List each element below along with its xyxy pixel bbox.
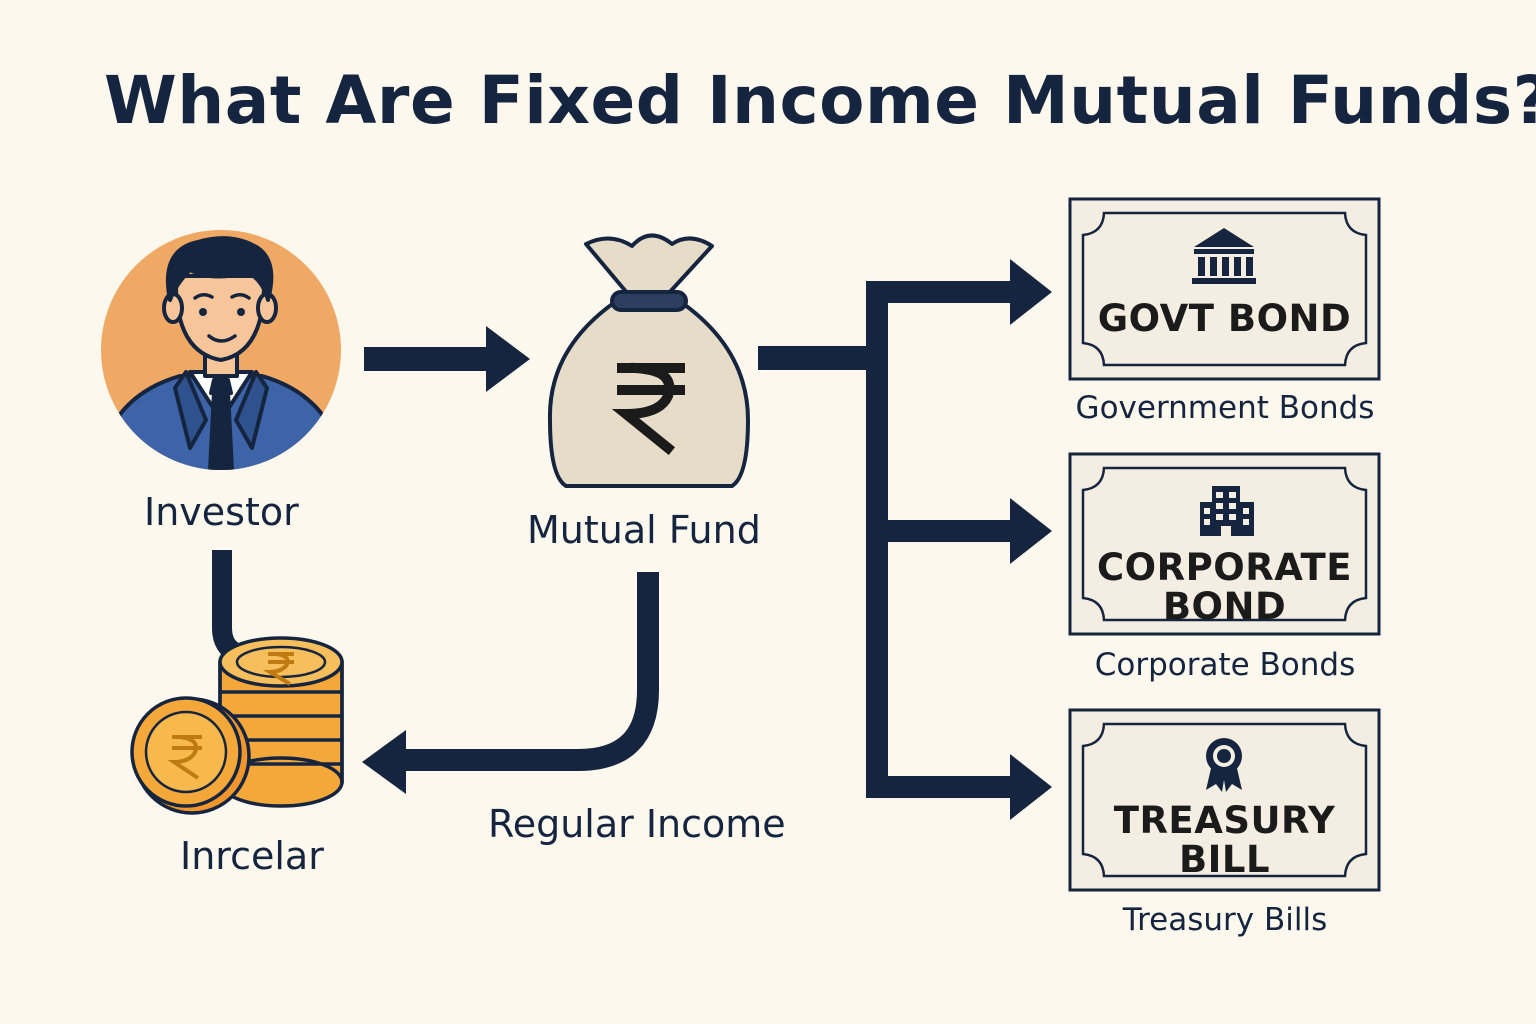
rupee-symbol-on-bag (611, 362, 685, 456)
income-arrowhead (362, 730, 406, 794)
treasury-bill-title: TREASURY BILL (1070, 799, 1379, 881)
branch-connector (758, 259, 1052, 820)
treasury-bill-line1: TREASURY (1113, 799, 1336, 842)
corporate-bond-certificate (1068, 452, 1381, 636)
treasury-bill-caption: Treasury Bills (1122, 902, 1328, 938)
coins-label: Inrcelar (180, 834, 324, 878)
corporate-bond-title: CORPORATE BOND (1070, 546, 1379, 628)
govt-bond-certificate (1068, 197, 1381, 381)
corporate-bond-line1: CORPORATE (1097, 546, 1352, 589)
bank-building-icon (1192, 228, 1256, 284)
investor-label: Investor (144, 490, 299, 534)
mutual-fund-label: Mutual Fund (527, 508, 761, 552)
rupee-money-bag-icon (547, 233, 750, 488)
return-connector (402, 572, 659, 771)
govt-bond-title: GOVT BOND (1070, 297, 1379, 340)
coin-rupee-marks (167, 652, 294, 780)
treasury-bill-line2: BILL (1178, 837, 1271, 881)
regular-income-label: Regular Income (488, 802, 786, 846)
govt-bond-line1: GOVT BOND (1097, 297, 1352, 340)
award-seal-icon (1206, 738, 1242, 792)
corporate-bond-line2: BOND (1162, 584, 1287, 628)
investor-coin-connector (212, 550, 249, 666)
invest-arrow (364, 326, 530, 392)
govt-bond-caption: Government Bonds (1075, 390, 1375, 426)
corporate-bond-caption: Corporate Bonds (1094, 647, 1356, 683)
page-title: What Are Fixed Income Mutual Funds? (104, 62, 1536, 139)
investor-avatar-icon (101, 230, 341, 470)
rupee-coin-stack-icon (130, 636, 344, 815)
office-building-icon (1200, 486, 1254, 536)
